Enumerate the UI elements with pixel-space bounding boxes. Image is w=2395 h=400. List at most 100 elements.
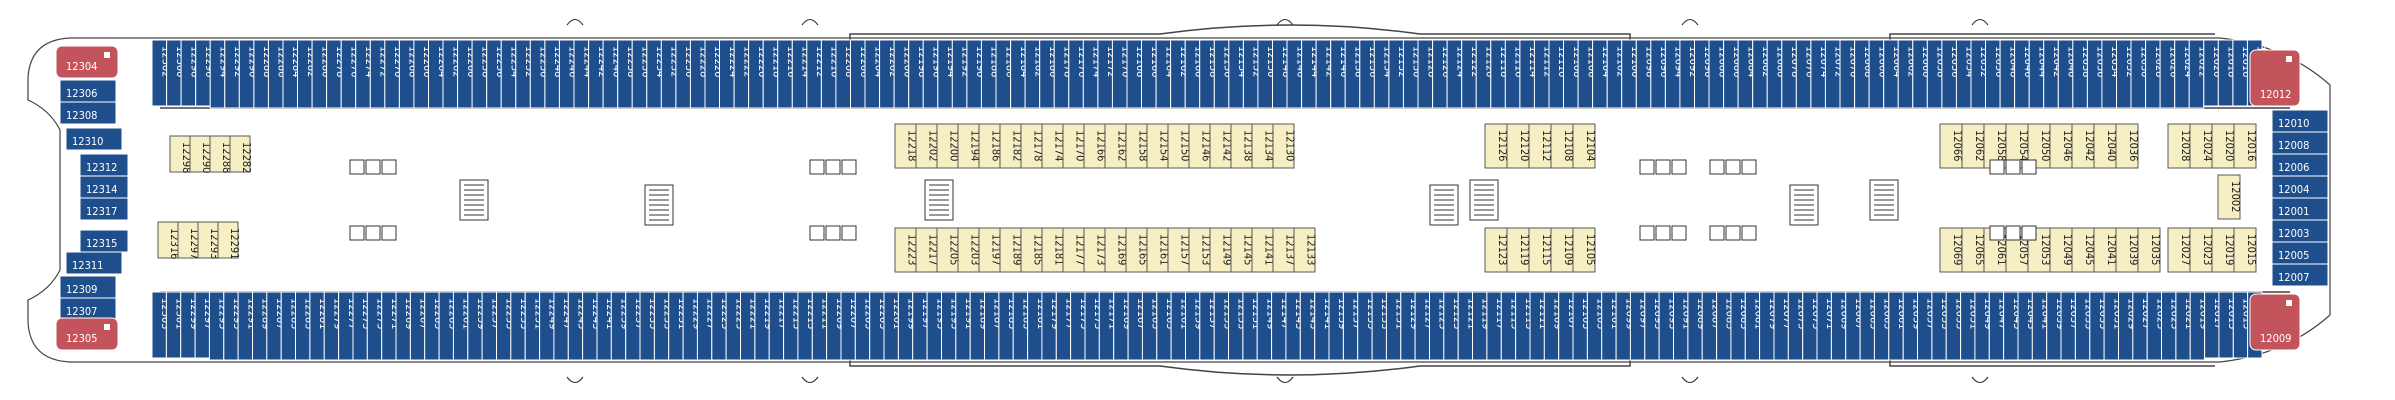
rotation-arrow-icon: [1276, 18, 1294, 26]
lift-icon: [841, 225, 857, 241]
cabin-number: 12185: [1032, 234, 1045, 265]
cabin-number: 12008: [2278, 139, 2309, 152]
cabin-number: 12005: [2278, 249, 2309, 262]
lift-icon: [381, 159, 397, 175]
lift-icon: [1639, 159, 1655, 175]
cabin-number: 12006: [2278, 161, 2309, 174]
berth-dot-icon: [2286, 56, 2292, 62]
cabin-number: 12169: [1116, 234, 1129, 265]
inside-cabin: [2217, 174, 2241, 220]
cabin-number: 12202: [927, 130, 940, 161]
lift-icon: [1655, 159, 1671, 175]
rotation-arrow-icon: [1276, 376, 1294, 384]
cabin-number: 12200: [948, 130, 961, 161]
rotation-arrow-icon: [801, 376, 819, 384]
inside-cabin: [2115, 123, 2139, 169]
cabin-number: 12162: [1116, 130, 1129, 161]
cabin-number: 12154: [1158, 130, 1171, 161]
lift-icon: [2021, 159, 2037, 175]
cabin-number: 12120: [1518, 130, 1531, 161]
cabin-number: 12104: [1584, 130, 1597, 161]
lift-icon: [381, 225, 397, 241]
cabin-number: 12028: [2179, 130, 2192, 161]
cabin-number: 12141: [1263, 234, 1276, 265]
lift-icon: [2021, 225, 2037, 241]
cabin-number: 12178: [1032, 130, 1045, 161]
cabin-number: 12054: [2017, 130, 2030, 161]
superstructure-bottom: [849, 356, 1631, 376]
suite-cabin: [55, 317, 119, 351]
lift-icon: [1741, 225, 1757, 241]
lift-icon: [1709, 159, 1725, 175]
rotation-arrow-icon: [566, 376, 584, 384]
cabin-number: 12308: [66, 109, 97, 122]
cabin-number: 12145: [1242, 234, 1255, 265]
cabin-number: 12020: [2223, 130, 2236, 161]
cabin-number: 12146: [1200, 130, 1213, 161]
cabin-number: 12158: [1137, 130, 1150, 161]
cabin-number: 12170: [1074, 130, 1087, 161]
cabin-number: 12182: [1011, 130, 1024, 161]
lift-icon: [365, 159, 381, 175]
inside-cabin: [2233, 227, 2257, 273]
inside-cabin: [229, 135, 251, 173]
rotation-arrow-icon: [1681, 18, 1699, 26]
inside-cabin: [2233, 123, 2257, 169]
lift-icon: [809, 159, 825, 175]
cabin-number: 12066: [1951, 130, 1964, 161]
cabin-number: 12203: [969, 234, 982, 265]
lift-icon: [349, 225, 365, 241]
lift-icon: [809, 225, 825, 241]
cabin-number: 12314: [86, 183, 117, 196]
cabin-number: 12153: [1200, 234, 1213, 265]
cabin-number: 12109: [1562, 234, 1575, 265]
cabin-number: 12069: [1951, 234, 1964, 265]
inside-cabin: [1293, 227, 1316, 273]
cabin-number: 12049: [2061, 234, 2074, 265]
inside-cabin: [2137, 227, 2161, 273]
cabin-number: 12174: [1053, 130, 1066, 161]
cabin-number: 12177: [1074, 234, 1087, 265]
cabin-number: 12024: [2201, 130, 2214, 161]
cabin-number: 12137: [1284, 234, 1297, 265]
cabin-number: 12217: [927, 234, 940, 265]
deck-outline: [27, 37, 2331, 363]
cabin-number: 12306: [66, 87, 97, 100]
rotation-arrow-icon: [1971, 18, 1989, 26]
lift-icon: [1655, 225, 1671, 241]
lift-icon: [1725, 159, 1741, 175]
cabin-number: 12040: [2105, 130, 2118, 161]
suite-cabin: [2249, 49, 2301, 107]
lift-icon: [1671, 159, 1687, 175]
suite-cabin: [55, 45, 119, 79]
rotation-arrow-icon: [566, 18, 584, 26]
lift-icon: [2005, 225, 2021, 241]
outside-cabin: [79, 197, 129, 221]
cabin-number: 12310: [72, 135, 103, 148]
lift-icon: [2005, 159, 2021, 175]
cabin-number: 12218: [906, 130, 919, 161]
inside-cabin: [217, 221, 239, 259]
rotation-arrow-icon: [1681, 376, 1699, 384]
cabin-number: 12023: [2201, 234, 2214, 265]
cabin-number: 12130: [1284, 130, 1297, 161]
lift-icon: [1725, 225, 1741, 241]
cabin-number: 12112: [1540, 130, 1553, 161]
cabin-number: 12223: [906, 234, 919, 265]
rotation-arrow-icon: [1971, 376, 1989, 384]
cabin-number: 12002: [2229, 181, 2242, 212]
cabin-number: 12166: [1095, 130, 1108, 161]
cabin-number: 12197: [990, 234, 1003, 265]
berth-dot-icon: [104, 52, 110, 58]
cabin-number: 12282: [240, 142, 253, 173]
cabin-number: 12016: [2245, 130, 2258, 161]
cabin-number: 12041: [2105, 234, 2118, 265]
lift-icon: [1989, 159, 2005, 175]
rotation-arrow-icon: [801, 18, 819, 26]
rotation-arrows: [566, 18, 1989, 384]
cabin-number: 12004: [2278, 183, 2309, 196]
cabin-number: 12134: [1263, 130, 1276, 161]
cabin-number: 12181: [1053, 234, 1066, 265]
